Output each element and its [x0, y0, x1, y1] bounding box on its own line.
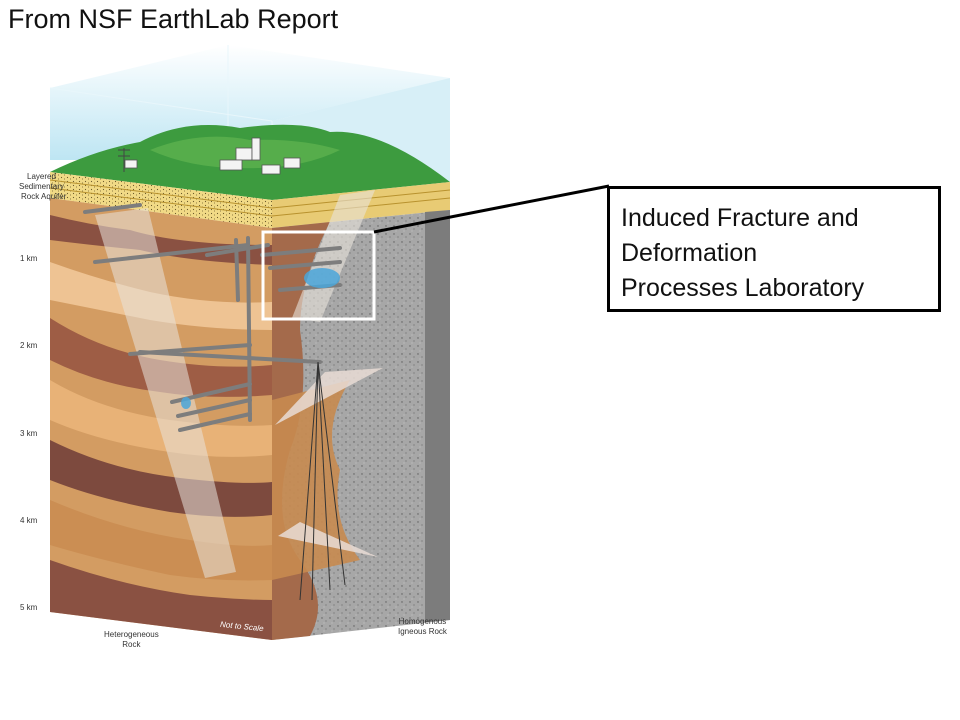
aquifer-label-line: Rock Aquifer — [21, 192, 67, 201]
drill-rig — [118, 148, 130, 172]
fluid-zone-lower — [181, 397, 191, 409]
aquifer-label-line: Sedimentary — [19, 182, 64, 191]
callout-line: Induced Fracture and — [621, 204, 859, 232]
callout-connector — [373, 184, 610, 234]
aquifer-label: Layered Sedimentary Rock Aquifer — [19, 172, 66, 202]
surface-buildings — [124, 137, 301, 175]
fracture-plane-1 — [275, 368, 383, 425]
homogeneous-label-line: Homogenous — [398, 617, 447, 626]
page-title: From NSF EarthLab Report — [8, 4, 339, 34]
depth-tick-5km: 5 km — [20, 603, 38, 612]
sky-box — [50, 45, 450, 160]
fluid-injection-zone — [304, 268, 340, 288]
heterogeneous-rock-label: Heterogeneous Rock — [104, 630, 159, 650]
lab-highlight-box — [261, 230, 376, 321]
callout-text: Induced Fracture and Deformation Process… — [621, 201, 864, 306]
callout-box: Induced Fracture and Deformation Process… — [607, 186, 941, 312]
callout-line: Deformation — [621, 239, 758, 267]
depth-tick-2km: 2 km — [20, 341, 38, 350]
sediment-layer-front — [50, 172, 272, 228]
fault-plane-front — [95, 208, 236, 578]
heterogeneous-label-line: Rock — [122, 640, 141, 649]
homogeneous-rock-label: Homogenous Igneous Rock — [398, 617, 447, 637]
drill-lines — [299, 361, 346, 601]
callout-line: Processes Laboratory — [621, 274, 865, 302]
depth-tick-3km: 3 km — [20, 429, 38, 438]
depth-tick-4km: 4 km — [20, 516, 38, 525]
depth-tick-1km: 1 km — [20, 254, 38, 263]
aquifer-label-line: Layered — [27, 172, 56, 181]
homogeneous-label-line: Igneous Rock — [398, 627, 447, 636]
heterogeneous-label-line: Heterogeneous — [104, 630, 159, 639]
side-face-edge — [425, 210, 450, 622]
mine-tunnels — [83, 203, 342, 432]
fracture-plane-2 — [278, 522, 378, 557]
